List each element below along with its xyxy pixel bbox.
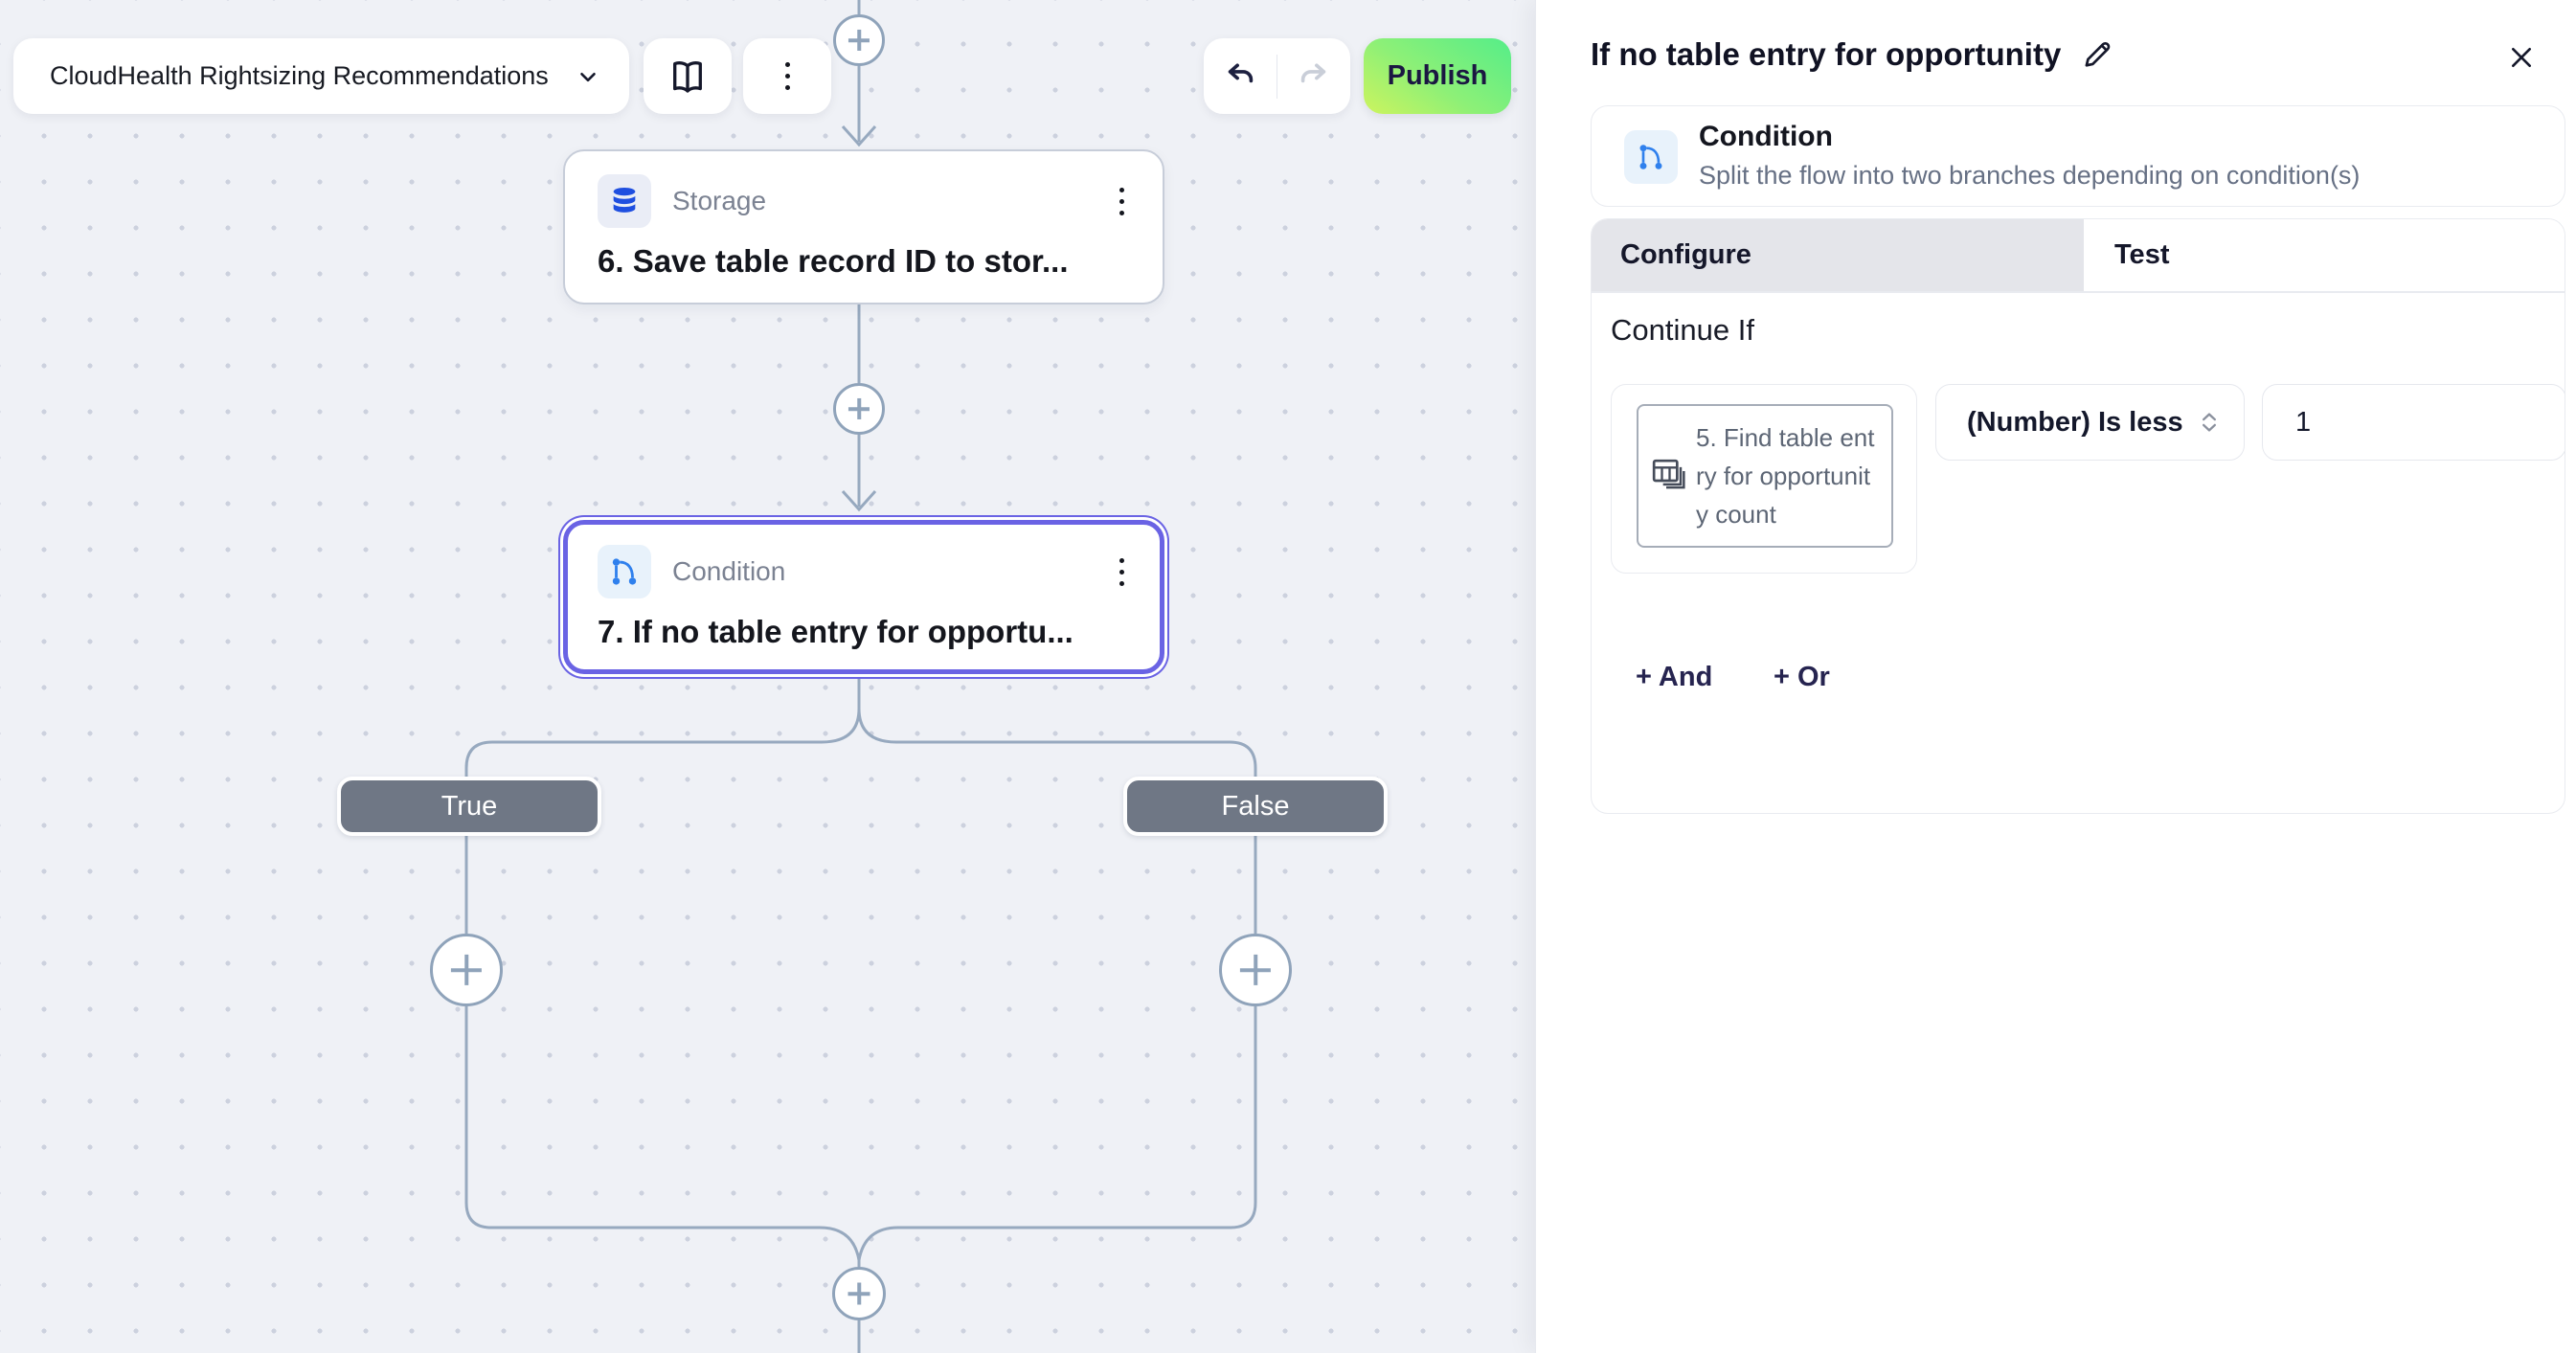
- true-label: True: [441, 790, 498, 822]
- pencil-icon: [2085, 42, 2111, 67]
- flow-name-dropdown[interactable]: CloudHealth Rightsizing Recommendations: [13, 38, 629, 114]
- tab-label: Test: [2114, 239, 2170, 270]
- tab-test[interactable]: Test: [2084, 219, 2565, 291]
- table-record-icon: [1650, 457, 1688, 495]
- add-step-button-top[interactable]: [833, 14, 885, 66]
- publish-label: Publish: [1387, 60, 1488, 91]
- select-chevrons-icon: [2196, 409, 2223, 436]
- comparison-value-input[interactable]: [2262, 384, 2565, 461]
- false-label: False: [1221, 790, 1290, 822]
- operand-token[interactable]: 5. Find table entry for opportunity coun…: [1637, 404, 1893, 548]
- branch-label-false: False: [1123, 777, 1388, 836]
- panel-header: If no table entry for opportunity: [1591, 36, 2558, 73]
- node-storage[interactable]: Storage 6. Save table record ID to stor.…: [563, 149, 1164, 304]
- kebab-icon: [784, 62, 790, 90]
- node-menu-button[interactable]: [1114, 182, 1130, 221]
- book-icon: [667, 56, 708, 97]
- kebab-icon: [1119, 557, 1124, 586]
- flow-edges: [464, 0, 1257, 1353]
- continue-if-label: Continue If: [1611, 313, 1754, 347]
- operand-label: 5. Find table entry for opportunity coun…: [1696, 423, 1875, 529]
- redo-button[interactable]: [1277, 38, 1350, 114]
- condition-left-operand: 5. Find table entry for opportunity coun…: [1611, 384, 1917, 574]
- step-config-panel: If no table entry for opportunity Condit…: [1535, 0, 2576, 1353]
- undo-button[interactable]: [1204, 38, 1277, 114]
- publish-button[interactable]: Publish: [1364, 38, 1511, 114]
- add-step-button-middle[interactable]: [833, 383, 885, 435]
- add-step-button-false-branch[interactable]: [1219, 934, 1292, 1006]
- close-icon: [2512, 48, 2531, 67]
- undo-icon: [1222, 58, 1258, 95]
- flow-name-label: CloudHealth Rightsizing Recommendations: [50, 61, 549, 90]
- node-type-label: Condition: [672, 556, 786, 586]
- divider: [1592, 291, 2565, 293]
- add-step-button-true-branch[interactable]: [430, 934, 503, 1006]
- condition-icon: [598, 545, 651, 598]
- rename-step-button[interactable]: [2080, 37, 2114, 72]
- configure-card: Configure Test Continue If: [1591, 218, 2565, 814]
- panel-title: If no table entry for opportunity: [1591, 36, 2062, 72]
- chevron-down-icon: [576, 64, 600, 89]
- node-title: 6. Save table record ID to stor...: [598, 243, 1069, 279]
- node-title: 7. If no table entry for opportu...: [598, 614, 1073, 649]
- branch-label-true: True: [337, 777, 601, 836]
- node-menu-button[interactable]: [1114, 552, 1130, 592]
- tab-label: Configure: [1620, 239, 1751, 270]
- redo-icon: [1296, 58, 1332, 95]
- tab-configure[interactable]: Configure: [1592, 219, 2084, 291]
- add-step-button-merge[interactable]: [832, 1267, 886, 1320]
- storage-icon: [598, 174, 651, 228]
- step-type-description: Split the flow into two branches dependi…: [1699, 161, 2361, 190]
- add-and-condition-button[interactable]: + And: [1636, 662, 1713, 692]
- operator-value: (Number) Is less: [1967, 406, 2183, 438]
- operator-select[interactable]: (Number) Is less: [1935, 384, 2245, 461]
- node-type-label: Storage: [672, 186, 767, 215]
- guide-button[interactable]: [644, 38, 732, 114]
- close-panel-button[interactable]: [2502, 38, 2541, 77]
- step-type-name: Condition: [1699, 121, 1833, 152]
- step-type-card: Condition Split the flow into two branch…: [1591, 105, 2565, 207]
- flow-options-button[interactable]: [743, 38, 831, 114]
- node-condition[interactable]: Condition 7. If no table entry for oppor…: [563, 520, 1164, 674]
- add-or-condition-button[interactable]: + Or: [1774, 662, 1830, 692]
- kebab-icon: [1119, 187, 1124, 215]
- condition-icon: [1624, 130, 1678, 184]
- flow-canvas[interactable]: CloudHealth Rightsizing Recommendations: [0, 0, 1535, 1353]
- history-controls: [1204, 38, 1350, 114]
